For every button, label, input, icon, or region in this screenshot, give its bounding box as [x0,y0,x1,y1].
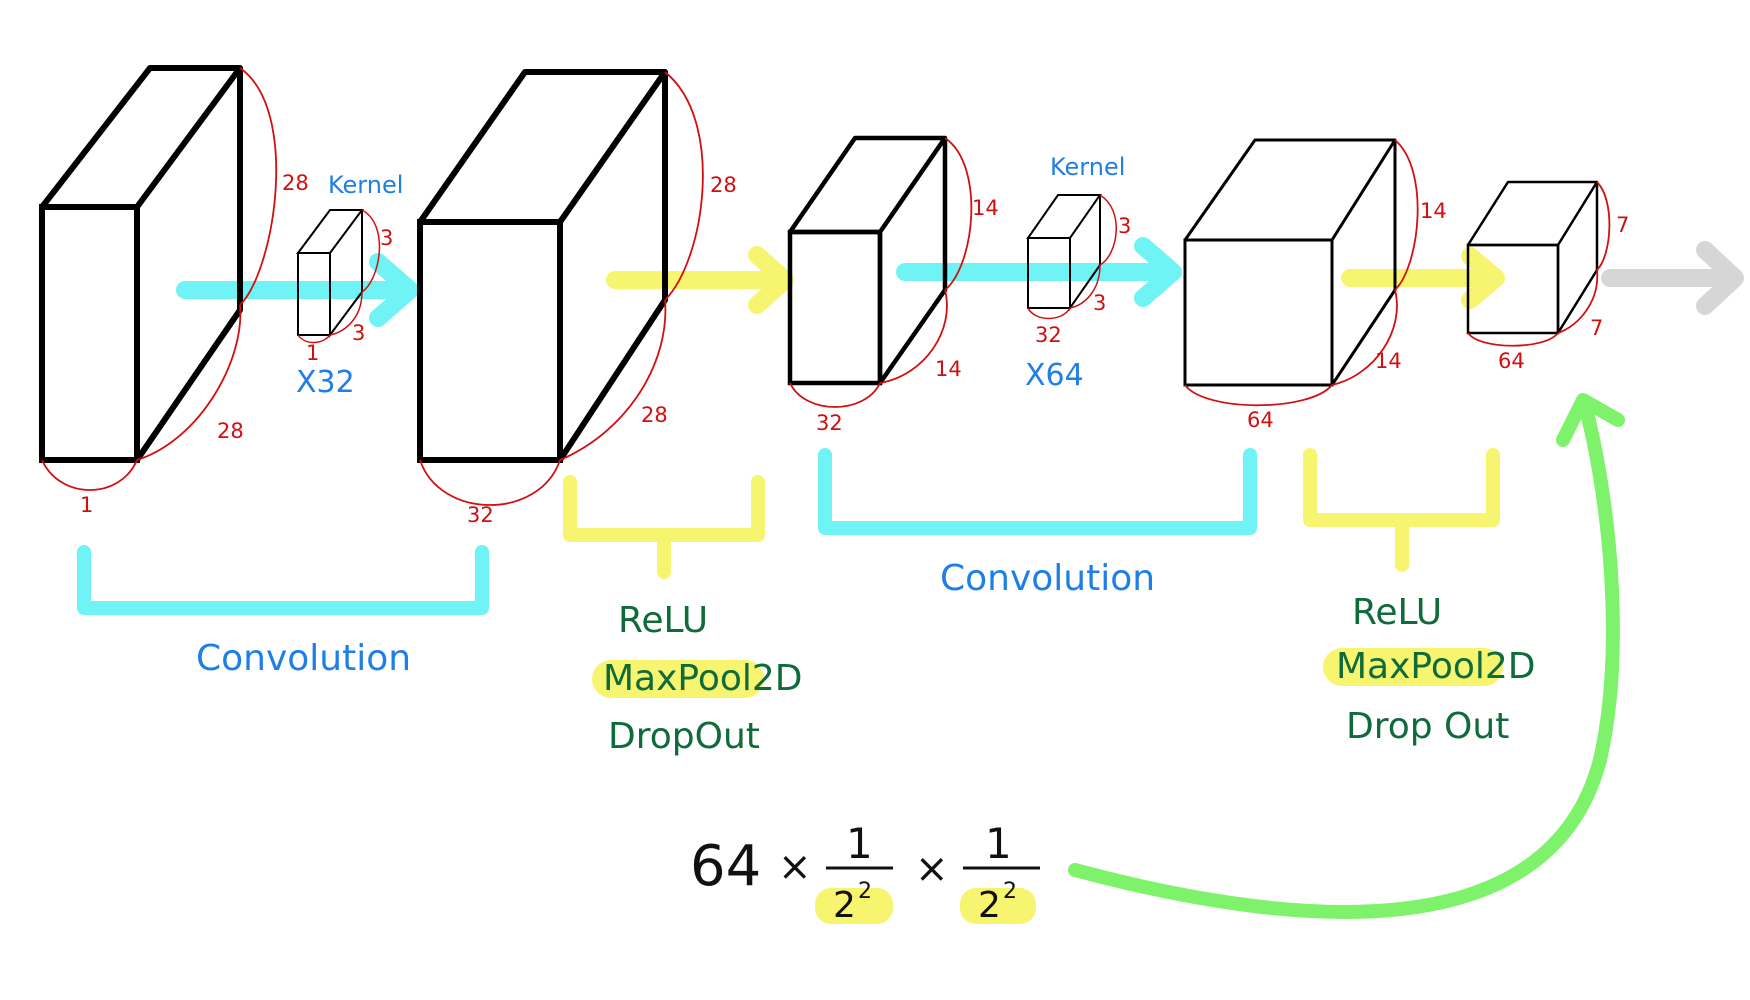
highlight-maxpool-1 [592,660,764,698]
op-relu-2: ReLU [1352,592,1442,633]
formula-numerator-1: 1 [846,819,873,868]
volume-conv2-height: 14 [1420,199,1447,223]
convolution-label-2: Convolution [940,558,1155,599]
kernel-2-size-b: 3 [1093,291,1106,315]
formula-numerator-2: 1 [985,819,1012,868]
formula-times-1: × [778,844,812,890]
op-maxpool-2: MaxPool2D [1336,646,1536,687]
volume-pool1-width: 14 [935,357,962,381]
kernel-2-size-a: 3 [1118,214,1131,238]
volume-conv1-width: 28 [641,403,668,427]
volume-pool2-width: 7 [1590,316,1603,340]
op-relu-1: ReLU [618,600,708,641]
op-dropout-2: Drop Out [1346,706,1509,747]
formula-denominator-base-1: 2 [833,885,856,926]
volume-input-height: 28 [282,171,309,195]
kernel-2-depth: 32 [1035,323,1062,347]
highlight-denominator-2 [960,888,1036,924]
formula-denominator-exp-2: 2 [1003,879,1017,904]
volume-pool1-depth: 32 [816,411,843,435]
volume-conv1: 28 28 32 [417,69,737,527]
volume-conv2: 14 14 64 [1183,138,1447,432]
activation-arrow-1 [606,246,794,314]
activation-brace-2 [1303,448,1500,572]
flatten-arrow [1068,393,1625,919]
volume-pool2: 7 7 64 [1466,180,1629,373]
convolution-brace-2 [818,448,1257,535]
formula-times-2: × [915,846,949,892]
highlight-maxpool-2 [1323,648,1503,686]
op-maxpool-1: MaxPool2D [603,658,803,699]
kernel-1-title: Kernel [328,171,403,199]
kernel-1: Kernel 3 3 1 X32 [296,171,403,400]
kernel-1-count: X32 [296,365,355,400]
kernel-2: Kernel 3 3 32 X64 [1025,153,1131,393]
volume-conv2-width: 14 [1375,349,1402,373]
convolution-label-1: Convolution [196,638,411,679]
formula-denominator-base-2: 2 [978,885,1001,926]
op-dropout-1: DropOut [608,716,760,757]
activation-brace-1 [563,475,765,579]
volume-input: 28 28 1 [39,65,309,517]
kernel-1-size-b: 3 [352,321,365,345]
highlight-denominator-1 [815,888,893,924]
volume-pool1: 14 14 32 [787,135,999,435]
convolution-brace-1 [77,545,489,615]
kernel-1-depth: 1 [306,341,319,365]
kernel-2-count: X64 [1025,358,1084,393]
volume-conv2-depth: 64 [1247,408,1274,432]
formula-base: 64 [690,834,761,899]
volume-pool2-height: 7 [1616,213,1629,237]
kernel-2-title: Kernel [1050,153,1125,181]
volume-input-width: 28 [217,419,244,443]
kernel-1-size-a: 3 [380,226,393,250]
volume-pool1-height: 14 [972,196,999,220]
flatten-formula: 64 × 1 2 2 × 1 2 2 [690,819,1040,926]
output-arrow [1601,241,1744,315]
conv-arrow-1 [176,253,419,327]
volume-pool2-depth: 64 [1498,349,1525,373]
volume-input-depth: 1 [80,493,93,517]
volume-conv1-height: 28 [710,173,737,197]
volume-conv1-depth: 32 [467,503,494,527]
formula-denominator-exp-1: 2 [858,879,872,904]
activation-arrow-2 [1341,247,1505,309]
